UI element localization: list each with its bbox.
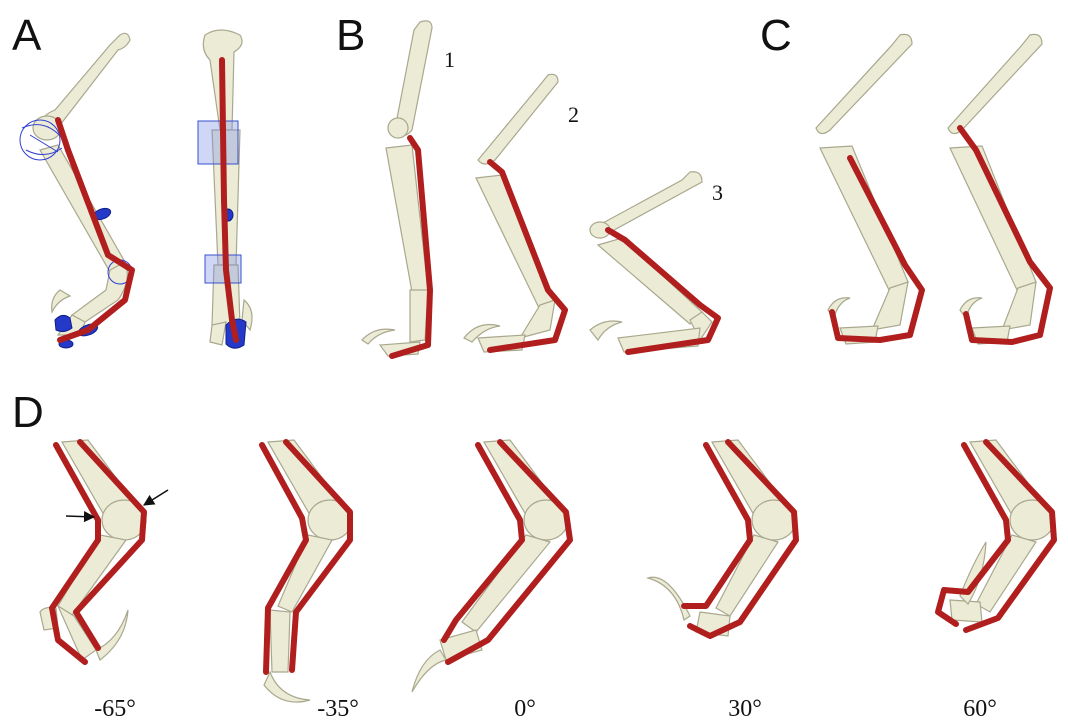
panel-d: -65° -35° 0° 30° 60° — [40, 440, 1054, 722]
pose-label-1: 1 — [444, 47, 455, 72]
angle-label-minus-35: -35° — [317, 696, 359, 722]
panel-c-limb-right — [948, 34, 1050, 344]
panel-label-c: C — [760, 11, 792, 60]
panel-d-joint-0 — [412, 440, 570, 692]
angle-label-minus-65: -65° — [94, 696, 136, 722]
panel-label-a: A — [12, 11, 42, 60]
panel-b: 1 2 3 — [362, 21, 723, 356]
angle-label-0: 0° — [514, 696, 536, 722]
panel-b-limb-pose-2 — [464, 74, 565, 352]
panel-a-lateral-limb — [20, 33, 132, 348]
pose-label-3: 3 — [712, 180, 723, 205]
panel-d-joint-60 — [938, 440, 1054, 630]
angle-label-60: 60° — [963, 696, 997, 722]
panel-c — [816, 34, 1050, 344]
angle-label-30: 30° — [728, 696, 762, 722]
panel-label-d: D — [12, 388, 44, 437]
panel-label-b: B — [336, 11, 365, 60]
panel-a — [20, 30, 252, 348]
panel-d-joint-minus-65 — [40, 440, 168, 662]
panel-d-joint-30 — [648, 440, 796, 636]
pose-label-2: 2 — [568, 102, 579, 127]
panel-b-limb-pose-1 — [362, 21, 432, 356]
panel-a-frontal-limb — [198, 30, 252, 348]
panel-b-limb-pose-3 — [590, 172, 718, 352]
panel-c-limb-left — [816, 34, 922, 344]
panel-d-joint-minus-35 — [262, 440, 352, 702]
